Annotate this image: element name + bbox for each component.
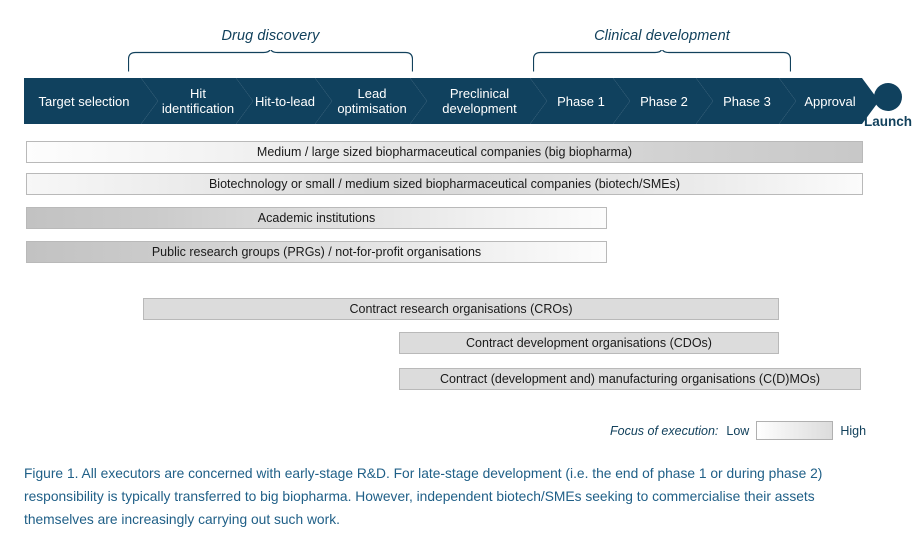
launch-label: Launch <box>863 114 912 129</box>
executor-bar: Contract development organisations (CDOs… <box>399 332 779 354</box>
executor-bar-label: Contract development organisations (CDOs… <box>466 336 712 350</box>
pipeline-stage-label: Hit identification <box>161 86 235 116</box>
pipeline-stage[interactable]: Phase 3 <box>696 78 796 124</box>
pipeline-stages: Target selection Hit identification Hit-to… <box>0 78 923 129</box>
executor-bar: Contract (development and) manufacturing… <box>399 368 861 390</box>
executor-bar-label: Contract research organisations (CROs) <box>349 302 573 316</box>
pipeline-stage-label: Lead optimisation <box>337 86 407 116</box>
executor-bar-label: Academic institutions <box>257 211 376 225</box>
phase-group-label: Clinical development <box>594 28 730 44</box>
pipeline-stage-label: Phase 1 <box>557 93 605 109</box>
pipeline-stage-label: Preclinical development <box>442 86 517 116</box>
executor-bar-label: Biotechnology or small / medium sized bi… <box>208 177 681 191</box>
curly-brace-icon <box>128 50 413 72</box>
legend-low-label: Low <box>726 423 750 438</box>
pipeline-stage[interactable]: Phase 1 <box>530 78 630 124</box>
executor-bar-label: Medium / large sized biopharmaceutical c… <box>256 145 633 159</box>
pipeline-stage[interactable]: Lead optimisation <box>315 78 427 124</box>
legend-gradient-ramp <box>756 421 834 440</box>
figure-caption: Figure 1. All executors are concerned wi… <box>24 466 823 527</box>
executor-bar: Biotechnology or small / medium sized bi… <box>26 173 863 195</box>
pipeline-stage[interactable]: Target selection <box>24 78 158 124</box>
legend-title: Focus of execution: <box>610 423 719 438</box>
pipeline-stage-label: Target selection <box>38 93 130 109</box>
pipeline-stage-label: Phase 2 <box>640 93 688 109</box>
executor-bar-label: Public research groups (PRGs) / not-for-… <box>151 245 482 259</box>
executor-bar: Public research groups (PRGs) / not-for-… <box>26 241 607 263</box>
pipeline-stage-label: Hit-to-lead <box>255 93 315 109</box>
executor-bar: Contract research organisations (CROs) <box>143 298 779 320</box>
focus-of-execution-legend: Focus of execution: Low High <box>610 421 866 440</box>
curly-brace-icon <box>533 50 791 72</box>
pipeline-stage-label: Approval <box>804 93 856 109</box>
executor-bar: Academic institutions <box>26 207 607 229</box>
legend-high-label: High <box>840 423 867 438</box>
pipeline-stage-label: Phase 3 <box>723 93 771 109</box>
executor-bar-label: Contract (development and) manufacturing… <box>439 372 821 386</box>
pipeline-stage[interactable]: Preclinical development <box>410 78 547 124</box>
executor-bar: Medium / large sized biopharmaceutical c… <box>26 141 863 163</box>
launch-dot-icon <box>874 83 902 111</box>
phase-group-label: Drug discovery <box>221 28 320 44</box>
pipeline-stage[interactable]: Hit identification <box>141 78 253 124</box>
